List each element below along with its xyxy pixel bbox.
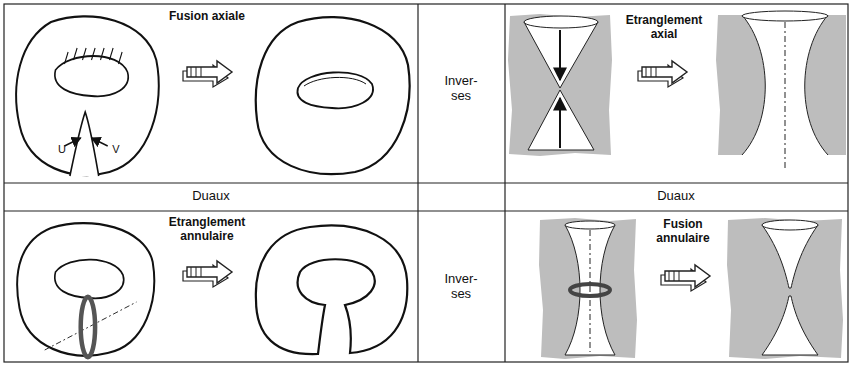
operation-name: Fusion axiale <box>162 10 252 24</box>
hatch-stroke <box>119 52 123 64</box>
table-cell: Inver- ses <box>436 272 486 302</box>
opened-neck <box>716 11 846 168</box>
operation-name: Etranglement axial <box>614 14 714 42</box>
table-grid <box>4 4 848 362</box>
torus-with-ring <box>17 223 154 357</box>
kidney-before-fusion <box>16 16 159 176</box>
hatch-stroke <box>92 48 96 60</box>
vector-label: V <box>109 143 123 156</box>
torus-after-fusion <box>256 17 410 174</box>
neck-with-ring <box>539 218 637 359</box>
hatch-stroke <box>83 48 87 60</box>
double-cone <box>508 14 612 156</box>
table-cell: Inver- ses <box>436 74 486 104</box>
vector-label: U <box>55 143 69 156</box>
hatch-stroke <box>74 48 78 60</box>
operation-name: Etranglement annulaire <box>161 216 253 244</box>
hatch-stroke <box>110 48 114 60</box>
hatch-stroke <box>65 52 69 64</box>
horseshoe <box>256 226 407 355</box>
table-cell: Duaux <box>151 189 271 204</box>
table-cell: Duaux <box>616 189 736 204</box>
two-funnels <box>727 218 843 359</box>
operation-name: Fusion annulaire <box>639 218 727 246</box>
hatch-stroke <box>101 48 105 60</box>
